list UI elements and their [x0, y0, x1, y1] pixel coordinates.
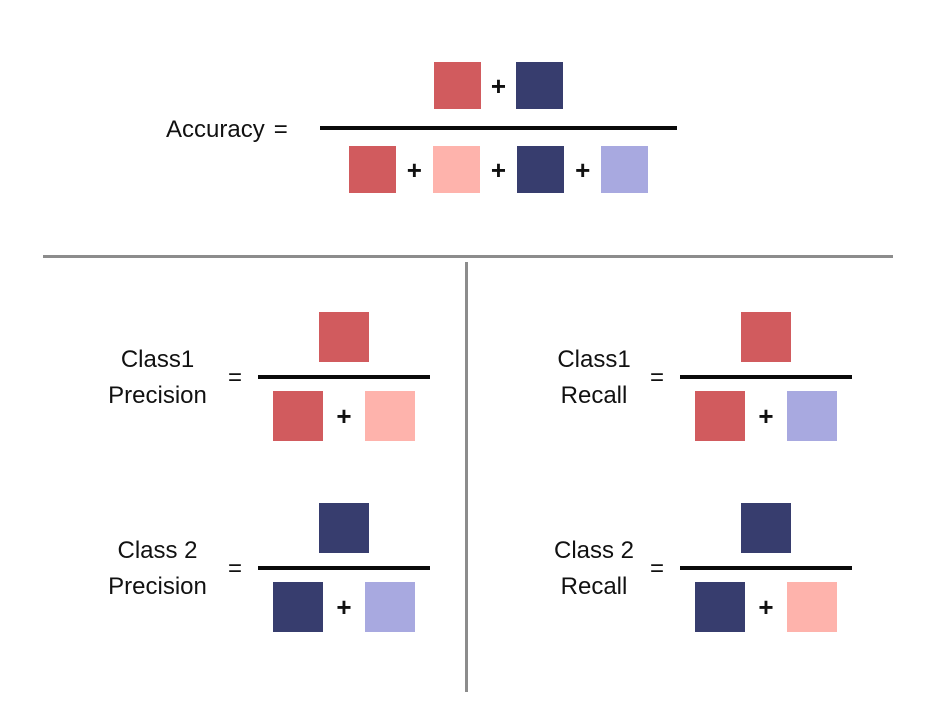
plus-sign: + [336, 592, 352, 622]
lavender-square [786, 391, 837, 441]
plus-sign: + [758, 401, 774, 431]
equals-sign: = [228, 364, 243, 391]
pink-square [432, 146, 480, 193]
horizontal-divider [43, 255, 893, 258]
red-square [319, 312, 369, 362]
navy-square [517, 146, 565, 193]
class1-precision-fraction: + [258, 312, 430, 441]
class2-recall-denominator: + [680, 582, 852, 632]
class2-precision-denominator: + [258, 582, 430, 632]
pink-square [364, 391, 415, 441]
red-square [695, 391, 746, 441]
class2-recall-label: Class 2 Recall [520, 533, 668, 605]
label-line2: Recall [560, 573, 628, 600]
label-line1: Class1 [120, 346, 195, 373]
class2-precision-numerator [258, 503, 430, 553]
label-line1: Class1 [557, 346, 631, 373]
fraction-bar [258, 375, 430, 379]
navy-square [273, 582, 324, 632]
equals-sign: = [228, 555, 243, 582]
navy-square [516, 62, 564, 109]
pink-square [786, 582, 837, 632]
navy-square [319, 503, 369, 553]
lavender-square [601, 146, 649, 193]
equals-sign: = [650, 555, 665, 582]
label-line1: Class 2 [553, 537, 635, 564]
class2-recall-numerator [680, 503, 852, 553]
class1-recall-label: Class1 Recall [520, 342, 668, 414]
class1-recall-numerator [680, 312, 852, 362]
vertical-divider [465, 262, 468, 692]
label-line2: Precision [108, 382, 207, 409]
accuracy-label: Accuracy [166, 116, 265, 143]
navy-square [695, 582, 746, 632]
label-line2: Precision [108, 573, 207, 600]
fraction-bar [680, 566, 852, 570]
plus-sign: + [490, 70, 507, 101]
class1-precision-label: Class1 Precision [85, 342, 230, 414]
class1-precision-numerator [258, 312, 430, 362]
lavender-square [364, 582, 415, 632]
fraction-bar [258, 566, 430, 570]
fraction-bar [320, 126, 677, 130]
red-square [348, 146, 396, 193]
accuracy-denominator: + + + [320, 146, 677, 193]
accuracy-numerator: + [320, 62, 677, 109]
label-line1: Class 2 [117, 537, 198, 564]
equals-sign: = [273, 116, 288, 143]
label-line2: Recall [560, 382, 628, 409]
accuracy-fraction: + + + + [320, 62, 677, 193]
fraction-bar [680, 375, 852, 379]
plus-sign: + [406, 154, 422, 185]
class1-precision-denominator: + [258, 391, 430, 441]
red-square [741, 312, 791, 362]
plus-sign: + [490, 154, 507, 185]
red-square [433, 62, 481, 109]
class1-recall-denominator: + [680, 391, 852, 441]
accuracy-label-row: Accuracy = [166, 116, 288, 145]
equals-sign: = [650, 364, 665, 391]
class2-recall-fraction: + [680, 503, 852, 632]
class1-recall-fraction: + [680, 312, 852, 441]
class2-precision-label: Class 2 Precision [85, 533, 230, 605]
plus-sign: + [336, 401, 352, 431]
class2-precision-fraction: + [258, 503, 430, 632]
red-square [273, 391, 324, 441]
plus-sign: + [758, 592, 774, 622]
plus-sign: + [575, 154, 591, 185]
navy-square [741, 503, 791, 553]
